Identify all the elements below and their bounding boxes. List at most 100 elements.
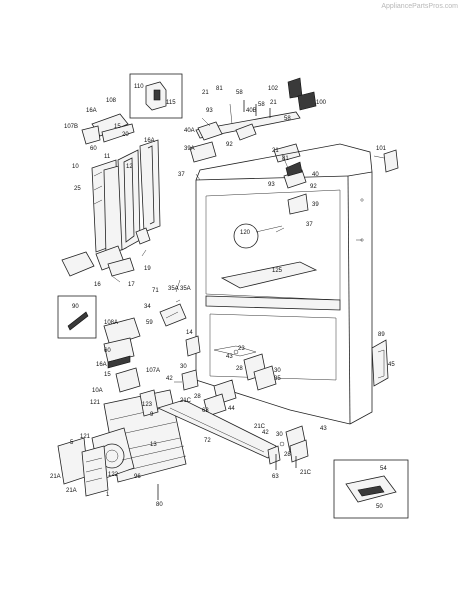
air-duct-assembly [61, 113, 161, 277]
label-35a: 35A [168, 286, 179, 292]
label-21a: 21A [66, 488, 77, 494]
label-15: 15 [104, 372, 111, 378]
label-21: 21 [272, 148, 279, 154]
label-58: 58 [284, 116, 291, 122]
label-23: 23 [238, 346, 245, 352]
label-40b: 40B [246, 108, 257, 114]
label-100: 100 [316, 100, 327, 106]
label-35: 35 [274, 376, 281, 382]
label-92: 92 [226, 142, 233, 148]
base-rail-72 [156, 399, 281, 465]
label-89: 89 [378, 332, 385, 338]
label-102: 102 [268, 86, 279, 92]
callout-labels: 110 115 108 16A 16A 107B 15 20 60 10 25 … [50, 84, 395, 510]
label-16a: 16A [86, 108, 97, 114]
right-hinge-assembly [283, 149, 399, 215]
label-21c: 21C [254, 424, 266, 430]
label-115: 115 [166, 100, 176, 106]
label-39: 39 [312, 202, 319, 208]
label-120: 120 [240, 230, 251, 236]
label-21c: 21C [300, 470, 312, 476]
label-42: 42 [166, 376, 173, 382]
label-110: 110 [134, 84, 144, 90]
label-42: 42 [262, 430, 269, 436]
label-10: 10 [72, 164, 79, 170]
label-93: 93 [268, 182, 275, 188]
label-9: 9 [150, 412, 154, 418]
label-81: 81 [216, 86, 223, 92]
label-121: 121 [90, 400, 101, 406]
label-21c: 21C [180, 398, 192, 404]
label-60: 60 [90, 146, 97, 152]
label-121: 121 [80, 434, 91, 440]
callout-120 [233, 223, 283, 249]
label-60: 60 [104, 348, 111, 354]
label-5: 5 [70, 440, 74, 446]
label-1: 1 [106, 492, 110, 498]
label-93: 93 [206, 108, 213, 114]
label-59: 59 [146, 320, 153, 326]
label-123: 123 [142, 402, 153, 408]
label-107b: 107B [64, 124, 78, 130]
label-37: 37 [178, 172, 185, 178]
label-39a: 39A [184, 146, 195, 152]
label-30: 30 [274, 368, 281, 374]
label-11: 11 [104, 154, 111, 160]
base-grille-assembly [57, 389, 187, 500]
label-12: 12 [126, 164, 133, 170]
label-81: 81 [282, 156, 289, 162]
label-35a: 35A [180, 286, 191, 292]
inset-box-bottom [333, 459, 409, 519]
label-28: 28 [194, 394, 201, 400]
watermark-text: AppliancePartsPros.com [381, 3, 458, 10]
label-71: 71 [152, 288, 159, 294]
label-63: 63 [202, 408, 209, 414]
lower-cabinet-parts [181, 335, 277, 430]
label-92: 92 [310, 184, 317, 190]
label-43: 43 [226, 354, 233, 360]
label-122: 122 [108, 472, 119, 478]
lower-right-parts [275, 425, 309, 470]
label-96: 96 [134, 474, 141, 480]
label-58: 58 [236, 90, 243, 96]
label-58: 58 [258, 102, 265, 108]
label-21: 21 [270, 100, 277, 106]
label-43: 43 [320, 426, 327, 432]
label-15: 15 [114, 124, 121, 130]
label-30: 30 [180, 364, 187, 370]
label-44: 44 [228, 406, 235, 412]
left-middle-parts [57, 295, 187, 393]
label-90: 90 [72, 304, 79, 310]
label-37: 37 [306, 222, 313, 228]
label-21a: 21A [50, 474, 61, 480]
side-cover-89 [371, 339, 389, 387]
label-13: 13 [150, 442, 157, 448]
label-17: 17 [128, 282, 135, 288]
label-28: 28 [284, 452, 291, 458]
label-108a: 108A [104, 320, 118, 326]
label-19: 19 [144, 266, 151, 272]
label-30: 30 [276, 432, 283, 438]
label-108: 108 [106, 98, 117, 104]
label-80: 80 [156, 502, 163, 508]
label-20: 20 [122, 132, 129, 138]
label-10a: 10A [92, 388, 103, 394]
label-25: 25 [74, 186, 81, 192]
leader-lines [111, 103, 385, 383]
label-72: 72 [204, 438, 211, 444]
label-40a: 40A [184, 128, 195, 134]
label-16a: 16A [96, 362, 107, 368]
label-14: 14 [186, 330, 193, 336]
label-107a: 107A [146, 368, 160, 374]
label-50: 50 [376, 504, 383, 510]
label-16a: 16A [144, 138, 155, 144]
label-16: 16 [94, 282, 101, 288]
label-125: 125 [272, 268, 283, 274]
cabinet-liner [195, 143, 373, 425]
label-40: 40 [312, 172, 319, 178]
inset-box-top [129, 73, 183, 119]
top-rail-assembly [189, 77, 317, 163]
label-34: 34 [144, 304, 151, 310]
label-21: 21 [202, 90, 209, 96]
